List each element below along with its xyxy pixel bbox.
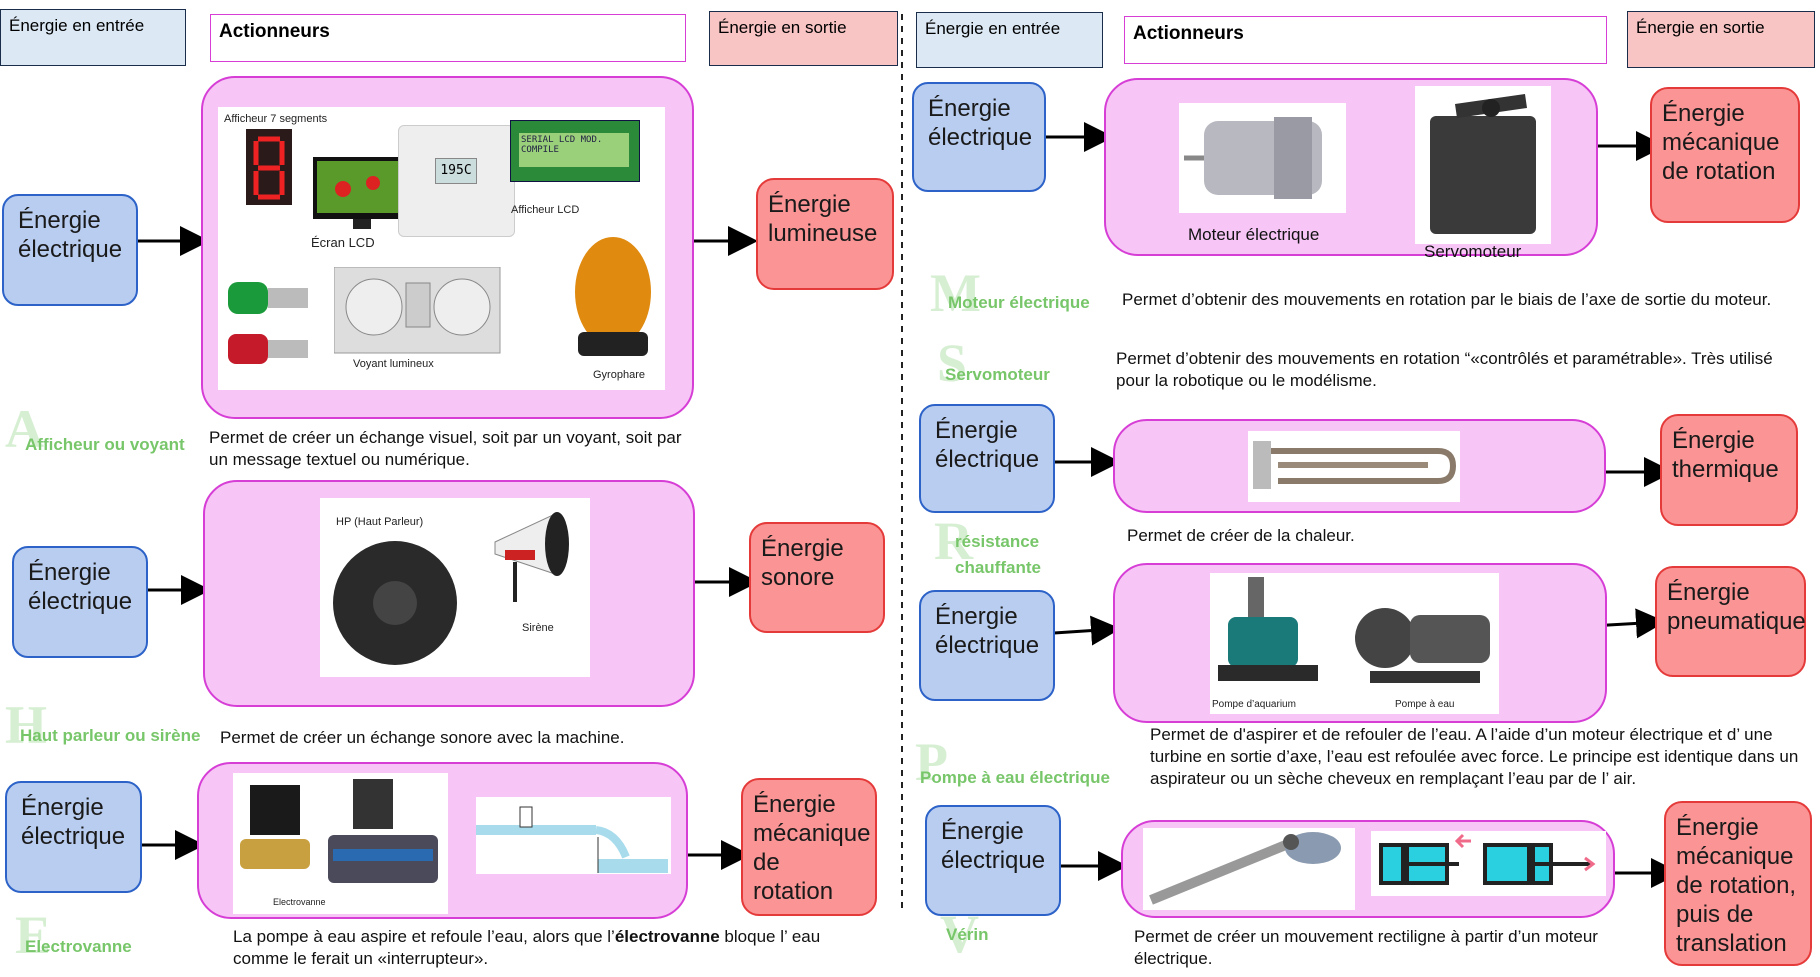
input-energy-M: Énergie électrique	[912, 82, 1046, 192]
label-H: Haut parleur ou sirène	[20, 726, 201, 745]
description-R: Permet de créer de la chaleur.	[1127, 526, 1355, 545]
caption-7-segments: Afficheur 7 segments	[224, 113, 328, 125]
lcd-module-icon: SERIAL LCD MOD. COMPILE	[510, 120, 640, 182]
valve-schematic	[476, 797, 671, 874]
input-energy-H: Énergie électrique	[12, 546, 148, 658]
lcd-module-screen: SERIAL LCD MOD. COMPILE	[519, 133, 629, 167]
caption-motor: Moteur électrique	[1188, 225, 1320, 244]
header-input-right: Énergie en entrée	[916, 12, 1103, 68]
thermostat-icon: 195C	[398, 125, 515, 237]
description-E: La pompe à eau aspire et refoule l’eau, …	[233, 926, 873, 970]
cylinder-schematic-icon	[1379, 833, 1596, 885]
header-actuators-left: Actionneurs	[210, 14, 686, 62]
caption-lcd-screen: Écran LCD	[311, 235, 375, 250]
label-S: Servomoteur	[945, 365, 1050, 384]
output-energy-R: Énergie thermique	[1660, 414, 1798, 526]
output-energy-H: Énergie sonore	[749, 522, 885, 633]
description-E-post: bloque l’ eau comme le ferait un «interr…	[233, 927, 821, 968]
input-energy-V: Énergie électrique	[925, 805, 1061, 916]
header-output-left: Énergie en sortie	[709, 11, 898, 66]
output-energy-E: Énergie mécanique de rotation	[741, 778, 877, 916]
header-actuators-right: Actionneurs	[1124, 16, 1607, 64]
caption-beacon: Gyrophare	[593, 369, 645, 381]
description-V: Permet de créer un mouvement rectiligne …	[1134, 927, 1598, 968]
aquarium-pump-icon	[1218, 577, 1318, 681]
caption-aquarium-pump: Pompe d’aquarium	[1212, 699, 1296, 710]
letter-M: M	[930, 263, 981, 323]
description-E-bold: électrovanne	[614, 927, 720, 946]
label-V: Vérin	[946, 925, 989, 944]
label-R: résistance chauffante	[955, 532, 1041, 577]
caption-solenoid: Electrovanne	[273, 897, 326, 907]
linear-actuator-icon	[1149, 832, 1341, 905]
description-A: Permet de créer un échange visuel, soit …	[209, 428, 682, 469]
letter-H: H	[5, 695, 48, 755]
servomotor-icon	[1430, 94, 1536, 234]
pumps-image: Pompe d’aquarium Pompe à eau	[1210, 573, 1499, 714]
lcd-screen-icon	[313, 157, 411, 229]
solenoid-valve-icon	[240, 785, 310, 869]
caption-indicator-light: Voyant lumineux	[353, 358, 434, 370]
label-A: Afficheur ou voyant	[25, 435, 185, 454]
header-input-left: Énergie en entrée	[0, 9, 186, 66]
letter-E: E	[15, 905, 52, 965]
label-P: Pompe à eau électrique	[920, 768, 1110, 787]
label-M: Moteur électrique	[948, 293, 1090, 312]
electric-motor-icon	[1184, 117, 1322, 199]
header-output-right: Énergie en sortie	[1627, 11, 1815, 68]
speaker-icon	[333, 541, 457, 665]
indicator-light-icon	[228, 282, 308, 364]
valve-schematic-icon	[476, 806, 668, 873]
valve-image: Electrovanne	[233, 773, 448, 914]
motor-image	[1179, 103, 1346, 213]
description-S: Permet d’obtenir des mouvements en rotat…	[1116, 349, 1773, 390]
beacon-icon	[575, 237, 651, 356]
letter-A: A	[5, 399, 44, 459]
label-E: Electrovanne	[25, 937, 132, 956]
caption-lcd-module: Afficheur LCD	[511, 204, 580, 216]
displays-image: Afficheur 7 segments Écran LCD 195C SERI…	[218, 107, 665, 390]
description-E-pre: La pompe à eau aspire et refoule l’eau, …	[233, 927, 615, 946]
water-pump-icon	[1355, 608, 1490, 683]
caption-speaker: HP (Haut Parleur)	[336, 516, 424, 528]
heater-image	[1248, 431, 1460, 502]
arrow-P-in	[1053, 615, 1121, 646]
servo-image	[1415, 86, 1551, 244]
thermostat-display: 195C	[435, 158, 477, 184]
input-energy-R: Énergie électrique	[919, 404, 1055, 513]
caption-siren: Sirène	[522, 622, 554, 634]
letter-V: V	[940, 904, 979, 964]
input-energy-P: Énergie électrique	[919, 590, 1055, 701]
actuator-image	[1143, 828, 1355, 910]
letter-R: R	[934, 511, 973, 571]
dashboard-icon	[334, 267, 501, 354]
output-energy-M: Énergie mécanique de rotation	[1650, 87, 1800, 223]
speakers-image: HP (Haut Parleur) Sirène	[320, 498, 590, 677]
description-H: Permet de créer un échange sonore avec l…	[220, 728, 625, 747]
output-energy-A: Énergie lumineuse	[756, 178, 894, 290]
heating-element-icon	[1253, 441, 1457, 489]
description-M: Permet d’obtenir des mouvements en rotat…	[1122, 290, 1772, 309]
megaphone-icon	[494, 512, 569, 602]
cylinder-schematic	[1371, 831, 1606, 896]
caption-water-pump: Pompe à eau	[1395, 699, 1455, 710]
letter-P: P	[915, 732, 948, 792]
description-P: Permet de d'aspirer et de refouler de l’…	[1150, 725, 1799, 788]
valve-cutaway-icon	[328, 779, 438, 883]
caption-servo: Servomoteur	[1424, 242, 1522, 261]
seven-segment-icon	[246, 129, 292, 205]
input-energy-E: Énergie électrique	[5, 781, 142, 893]
letter-S: S	[937, 333, 968, 393]
output-energy-P: Énergie pneumatique	[1655, 566, 1806, 677]
output-energy-V: Énergie mécanique de rotation, puis de t…	[1664, 801, 1812, 966]
input-energy-A: Énergie électrique	[2, 194, 138, 306]
